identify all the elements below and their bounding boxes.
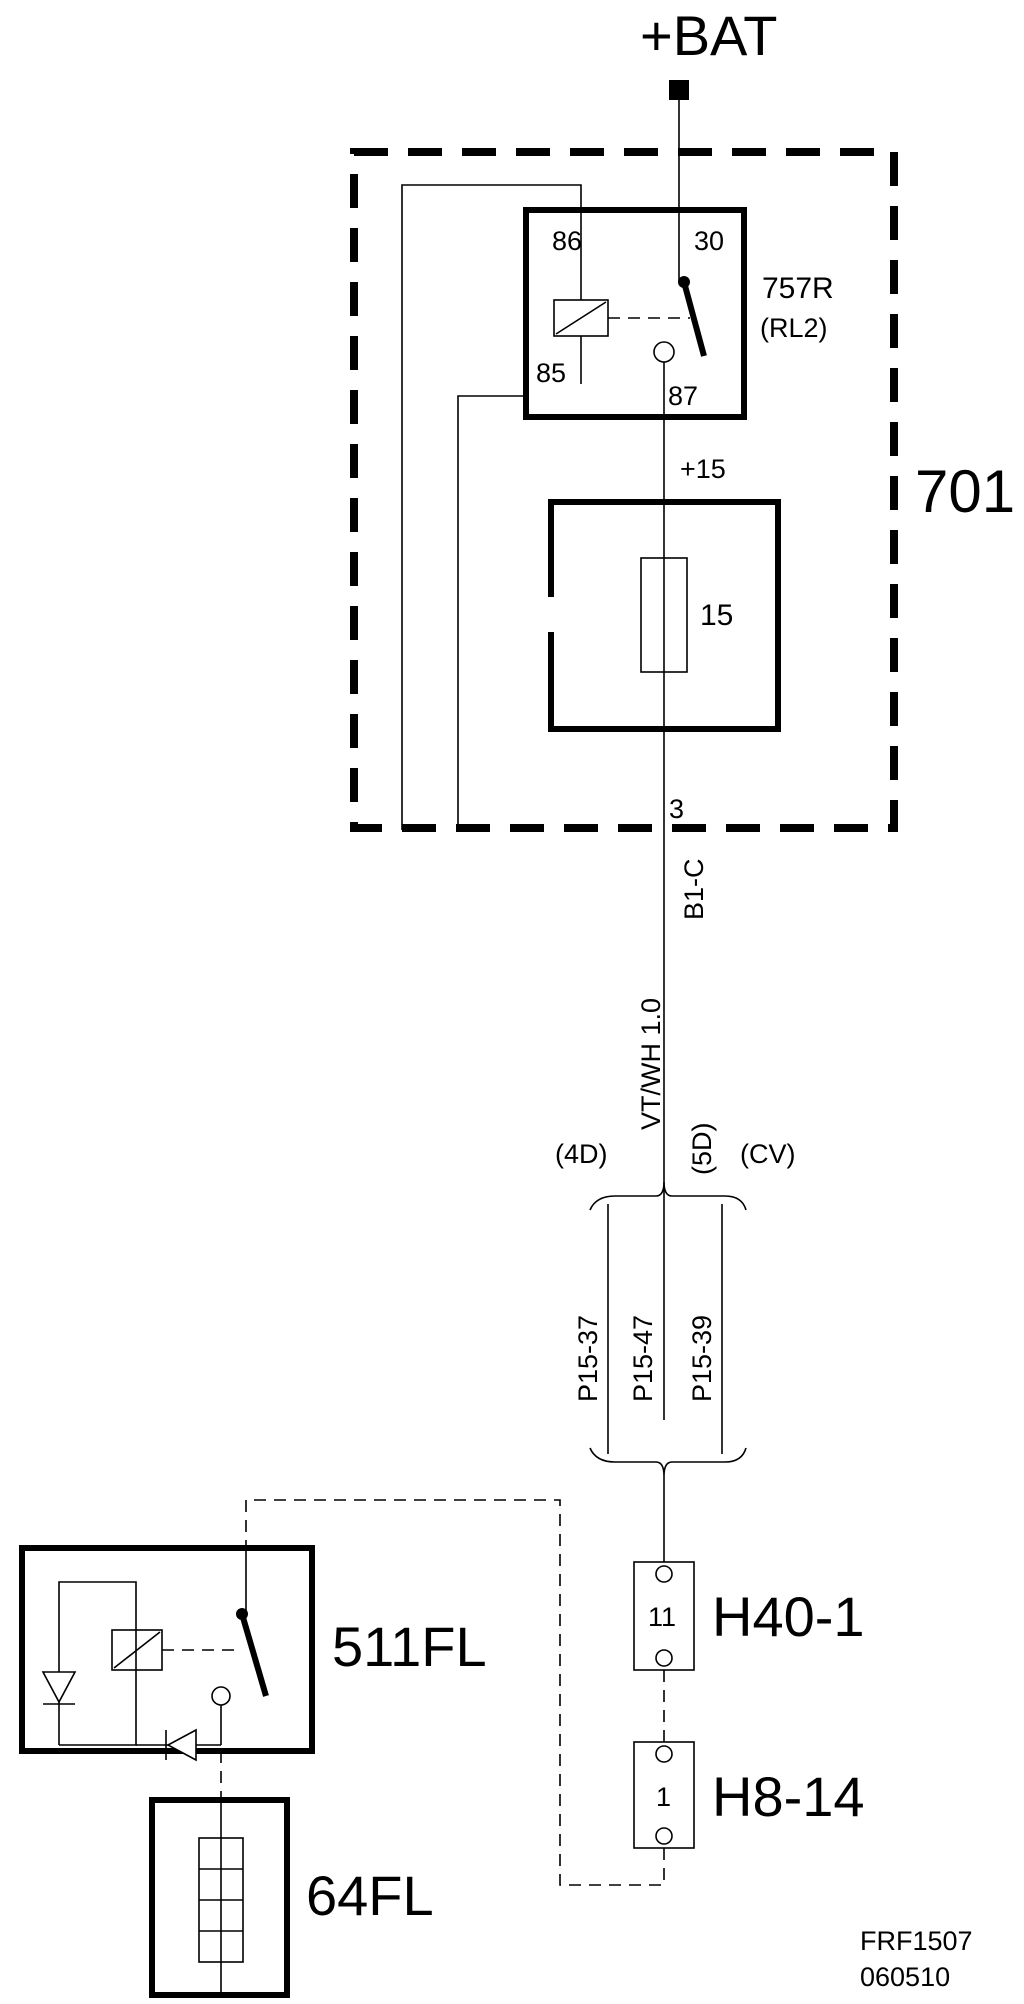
variant-5d: (5D) [687,1123,717,1176]
b1c-pin: 3 [669,794,684,824]
relay-pin-87: 87 [668,381,698,411]
wire-spec: VT/WH 1.0 [636,998,666,1130]
relay-757r-box [523,207,747,420]
module-701-box [350,148,898,832]
pin-p1539: P15-39 [687,1315,717,1402]
drawing-date: 060510 [860,1962,950,1992]
relay-511fl-switch [239,1613,269,1697]
relay-sublabel: (RL2) [760,313,828,343]
variant-4d: (4D) [555,1139,608,1169]
diode-icon [166,1728,197,1762]
relay-87-terminal [653,341,675,363]
relay-label: 757R [762,272,834,305]
relay-511fl-label: 511FL [332,1615,487,1678]
h40-label: H40-1 [712,1585,865,1648]
relay-pin-30: 30 [694,226,724,256]
b1c-label: B1-C [679,858,709,920]
fuse-box [548,499,781,732]
variant-cv: (CV) [740,1139,796,1169]
relay-pin-85: 85 [536,358,566,388]
pin-p1537: P15-37 [573,1315,603,1402]
return-dashed-wire [245,1499,665,1886]
fuse-value: 15 [700,599,733,632]
relay-511fl-box [19,1545,315,1754]
relay-pin-86: 86 [552,226,582,256]
fuse-64fl-label: 64FL [306,1864,434,1927]
wire-85 [457,395,526,830]
module-701-label: 701 [915,458,1015,525]
relay-switch-contact [681,281,707,357]
h40-pin: 11 [648,1602,676,1632]
bat-terminal-icon [669,80,689,100]
top-bracket [589,1181,747,1211]
pin-p1547: P15-47 [628,1315,658,1402]
h8-label: H8-14 [712,1765,865,1828]
bat-label: +BAT [640,4,777,67]
fuse-supply-label: +15 [680,454,726,484]
wire-86 [401,184,582,830]
h8-pin: 1 [656,1782,671,1812]
fuse-64fl-box [149,1797,290,1998]
drawing-ref: FRF1507 [860,1926,973,1956]
diode-icon [41,1671,77,1704]
